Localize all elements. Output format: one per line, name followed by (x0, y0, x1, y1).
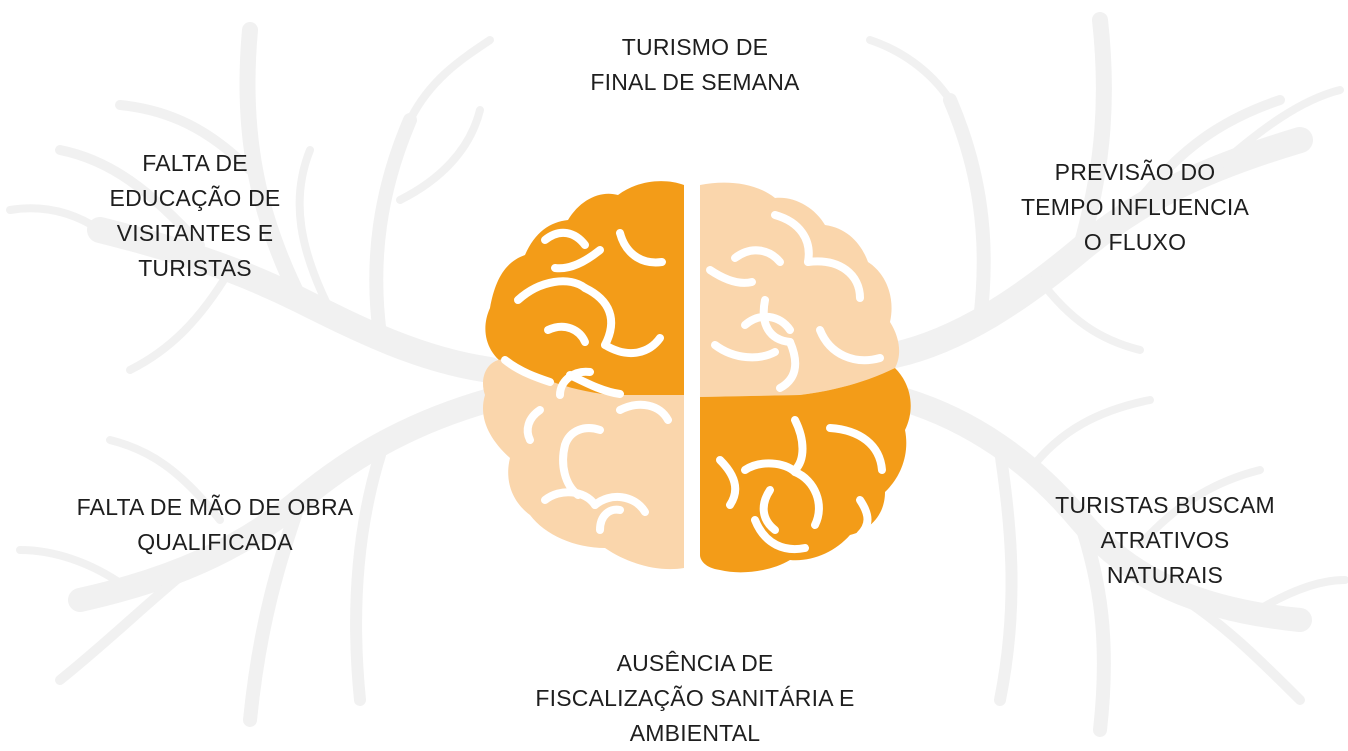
label-top-right-line-3: O FLUXO (1083, 229, 1187, 255)
brain-midline (684, 178, 700, 574)
branch (1165, 585, 1305, 705)
label-top-left-line-3: VISITANTES E (116, 220, 274, 246)
branch (55, 145, 205, 250)
label-bottom-right-line-3: NATURAIS (1106, 562, 1224, 588)
label-bottom-right-line-1: TURISTAS BUSCAM (1055, 492, 1275, 518)
label-top-line-1: TURISMO DE (621, 34, 769, 60)
label-top-left-line-1: FALTA DE (142, 150, 248, 176)
brain-folds (501, 211, 886, 553)
branches-left (6, 22, 503, 727)
label-top-left-line-4: TURISTAS (138, 255, 252, 281)
branch (1135, 95, 1285, 205)
label-bottom-left: FALTA DE MÃO DE OBRA QUALIFICADA (40, 490, 390, 560)
branch (396, 106, 484, 204)
label-top-right: PREVISÃO DO TEMPO INFLUENCIA O FLUXO (1000, 155, 1270, 260)
label-top-left: FALTA DE EDUCAÇÃO DE VISITANTES E TURIST… (60, 146, 330, 286)
label-top-left-line-2: EDUCAÇÃO DE (109, 185, 281, 211)
branch (350, 449, 386, 706)
branch (243, 493, 307, 727)
label-bottom-right: TURISTAS BUSCAM ATRATIVOS NATURAIS (1030, 488, 1300, 593)
branch (106, 436, 224, 524)
branch (1073, 513, 1111, 737)
label-bottom-left-line-1: FALTA DE MÃO DE OBRA (76, 494, 354, 520)
brain-right-upper-lobe (700, 182, 900, 397)
branches-right (866, 12, 1348, 737)
label-bottom-right-line-2: ATRATIVOS (1100, 527, 1230, 553)
branch (943, 93, 991, 327)
branch (16, 546, 134, 594)
label-bottom-left-line-2: QUALIFICADA (137, 529, 293, 555)
label-top-line-2: FINAL DE SEMANA (590, 69, 800, 95)
brain-icon (482, 178, 911, 574)
branch (406, 36, 494, 124)
branch (1072, 12, 1112, 258)
branch (1216, 86, 1344, 169)
branch (55, 555, 205, 685)
label-top-right-line-1: PREVISÃO DO (1054, 159, 1216, 185)
branch (1136, 466, 1264, 549)
branch (1036, 276, 1144, 354)
label-top-right-line-2: TEMPO INFLUENCIA (1020, 194, 1250, 220)
branch (1026, 396, 1154, 474)
branch (6, 204, 104, 234)
label-bottom: AUSÊNCIA DE FISCALIZAÇÃO SANITÁRIA E AMB… (490, 646, 900, 751)
label-bottom-line-3: AMBIENTAL (629, 720, 761, 746)
branch (126, 266, 234, 374)
label-bottom-line-2: FISCALIZAÇÃO SANITÁRIA E (535, 685, 855, 711)
label-top: TURISMO DE FINAL DE SEMANA (540, 30, 850, 100)
branch (994, 444, 1018, 706)
branch (369, 113, 417, 342)
branch (115, 100, 255, 175)
branch (1246, 576, 1348, 619)
label-bottom-line-1: AUSÊNCIA DE (616, 650, 774, 676)
branch (239, 22, 308, 308)
branch (295, 146, 334, 314)
branch (866, 36, 954, 104)
